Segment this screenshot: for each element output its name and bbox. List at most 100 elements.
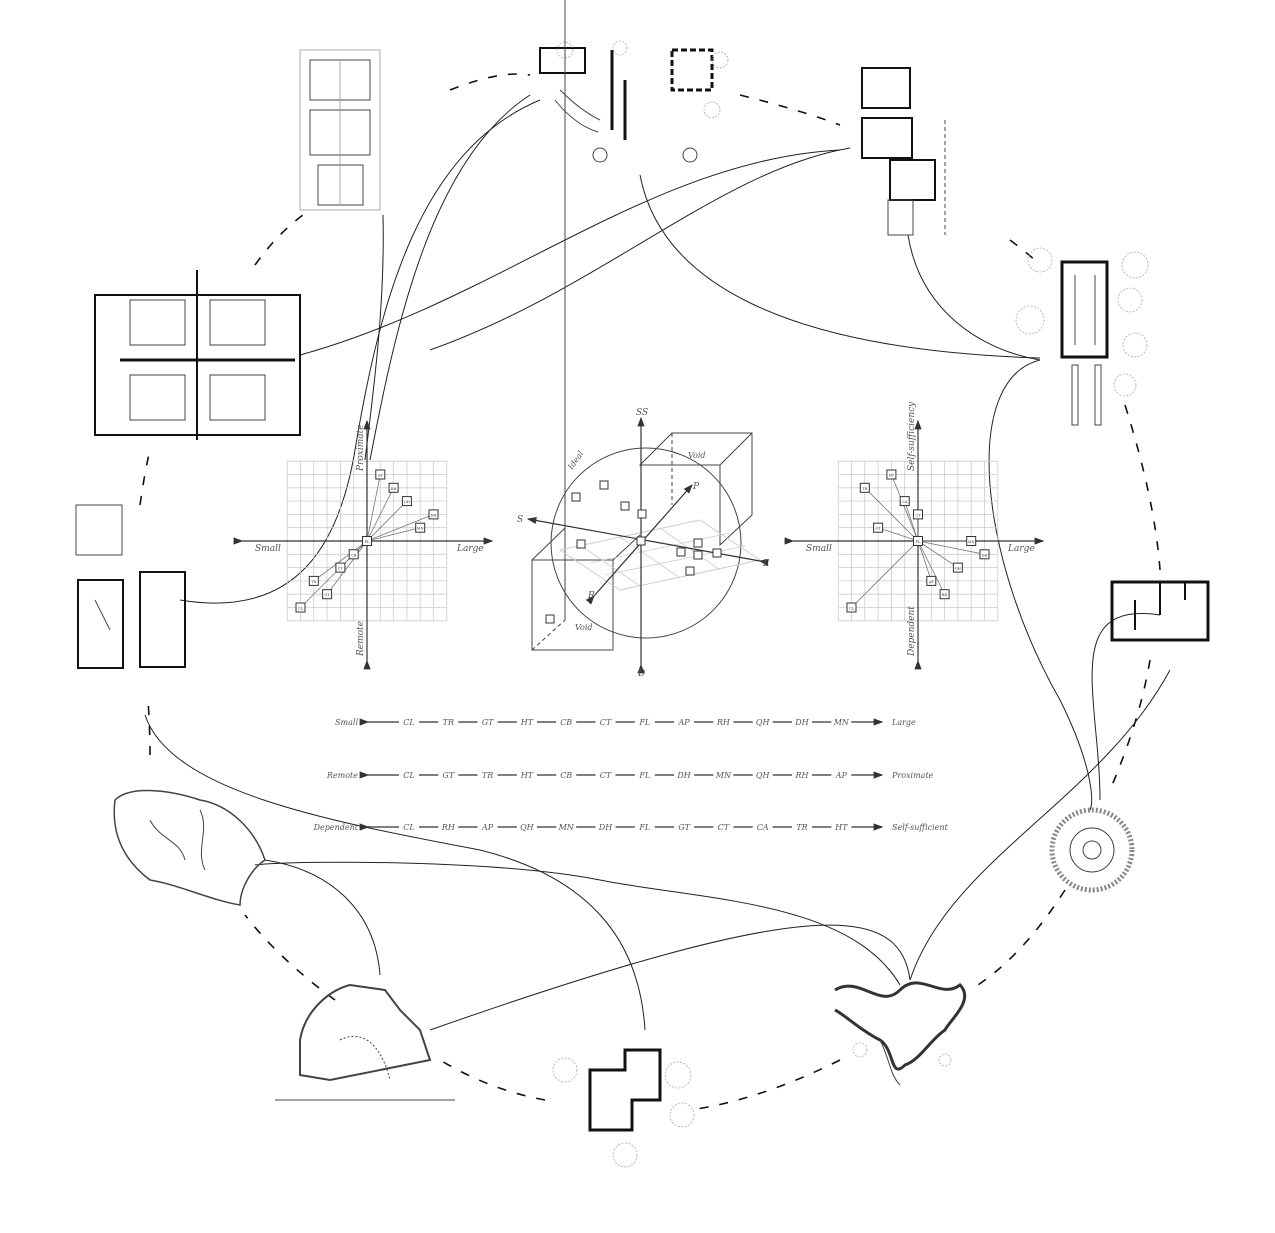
data-point-AP [926,575,937,586]
scale-item-bg [674,717,695,727]
point-connector [366,487,394,542]
scale-item-bg [831,822,852,832]
scale-item-bg [831,717,852,727]
scale-item-bg [399,770,419,780]
scale-item-bg [556,770,577,780]
x-axis-pos-label: Large [456,544,484,554]
point-connector [366,514,434,542]
center-nodes [545,480,722,624]
data-point-CB [348,549,359,560]
point-connector [326,540,368,595]
data-point-label: RH [391,487,397,491]
axis-d-label: D [637,669,645,679]
ideal-label: Ideal [566,449,586,472]
data-point-label: AP [377,474,384,478]
scale-item-bg [713,822,734,832]
scale-item-bg [634,822,655,832]
y-axis-neg-label: Remote [356,621,366,657]
data-point-label: QH [404,500,410,504]
scale-item-CT: CT [600,718,612,727]
point-connector [313,540,368,582]
data-point-RH [388,482,399,493]
point-connector [917,540,945,595]
center-3d-diagram: SS D S L P R Ideal Void Void [517,0,769,679]
scale-item-bg [399,717,419,727]
scale-item-TR: TR [482,771,493,780]
point-connector [366,500,408,542]
data-point-label: CT [338,567,344,571]
dashed-ring [139,73,1161,1111]
scale-item-GT: GT [678,823,690,832]
plan-landscape-bottom-right [834,981,967,1086]
data-point-label: RH [942,593,948,597]
data-point-label: AP [928,580,935,584]
point-connector [864,487,919,542]
scale-item-bg [792,822,812,832]
scale-item-bg [438,717,459,727]
plan-house-top-right [861,67,946,236]
origin-point [362,536,372,546]
data-point-MN [966,536,977,546]
scale-item-AP: AP [481,823,494,832]
scale-item-TR: TR [796,823,807,832]
y-axis-pos-label: Self-sufficiency [907,401,917,471]
data-point-label: TR [862,487,867,491]
x-axis-neg-label: Small [255,544,281,554]
scale-item-bg [634,717,655,727]
scale-item-AP: AP [678,718,691,727]
y-axis-pos-label: Proximate [356,424,366,472]
data-point-label: CB [351,553,357,557]
scale-item-DH: DH [598,823,613,832]
point-connector [891,474,919,542]
data-point-label: MN [417,527,424,531]
data-point-label: MN [968,540,975,544]
scale-item-GT: GT [442,771,454,780]
scale-item-bg [674,822,695,832]
scale-item-bg [752,770,773,780]
scale-item-HT: HT [520,771,534,780]
data-point-label: QH [955,567,961,571]
scale-item-AP: AP [835,771,848,780]
data-point-CL [846,602,857,613]
data-point-CT [335,562,346,573]
data-point-TR [859,482,870,493]
data-point-DH [979,549,990,560]
scale-item-RH: RH [795,771,810,780]
scale-left-label: Dependent [313,823,359,832]
scale-right-label: Proximate [891,771,934,780]
scale-item-bg [595,822,616,832]
scale-item-FL: FL [638,718,650,727]
y-axis-neg-label: Dependent [907,606,917,657]
data-point-CT [913,509,923,520]
scale-item-bg [713,717,734,727]
scale-left-label: Small [335,718,358,727]
data-point-AP [375,469,386,480]
plan-apartment-top-left [299,49,381,211]
data-point-CL [295,602,306,613]
scale-item-bg [713,770,734,780]
data-point-RH [939,589,950,600]
data-point-HT [886,469,897,480]
scale-item-bg [516,822,537,832]
data-point-label: GT [325,593,331,597]
scale-item-bg [399,822,419,832]
scale-item-HT: HT [520,718,534,727]
scale-item-bg [438,770,459,780]
connection-curves [144,94,1171,1031]
scale-item-RH: RH [441,823,456,832]
data-point-GT [873,522,884,533]
axis-s-label: S [517,515,523,525]
scale-item-bg [792,770,812,780]
point-connector [917,540,985,555]
scale-item-CL: CL [403,771,414,780]
data-point-label: CT [915,513,921,517]
scale-item-bg [634,770,655,780]
scale-item-CT: CT [600,771,612,780]
data-point-TR [308,575,319,586]
scale-item-HT: HT [834,823,848,832]
data-point-QH [401,496,412,507]
scale-item-bg [556,717,577,727]
